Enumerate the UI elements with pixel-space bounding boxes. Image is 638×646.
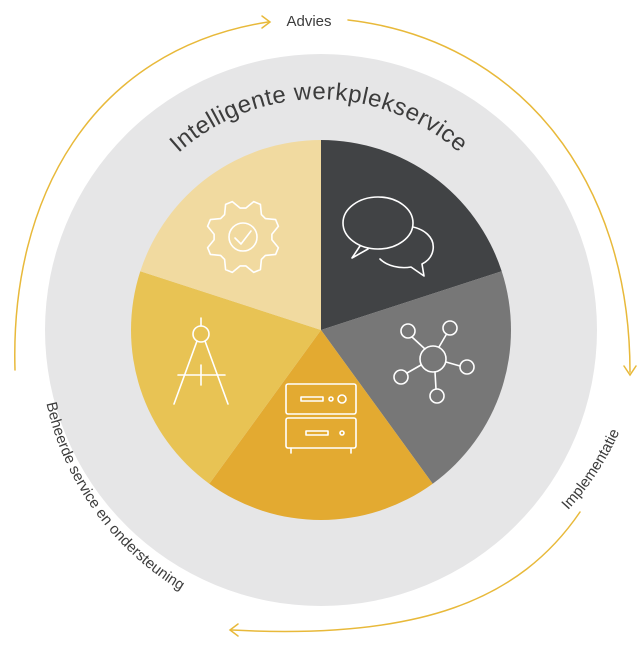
segment-communication <box>321 140 502 330</box>
drafting-compass-icon <box>173 317 229 405</box>
label-advies: Advies <box>286 13 331 30</box>
segment-configuration <box>140 140 321 330</box>
segment-hardware <box>209 330 433 521</box>
gear-check-icon <box>206 200 280 274</box>
speech-bubbles-icon <box>342 196 434 277</box>
network-hub-icon <box>393 320 475 404</box>
segment-design <box>131 271 321 484</box>
arrowhead-implementatie <box>623 365 637 377</box>
segment-network <box>321 271 511 484</box>
arrowhead-beheer <box>228 623 239 637</box>
cycle-arc-advies <box>14 21 269 371</box>
arrowhead-advies <box>261 15 272 29</box>
server-rack-icon <box>285 383 357 454</box>
cycle-arc-beheer <box>231 511 581 633</box>
pie-chart <box>131 140 511 521</box>
cycle-arrows <box>14 15 637 637</box>
cycle-arc-implementatie <box>347 19 631 373</box>
